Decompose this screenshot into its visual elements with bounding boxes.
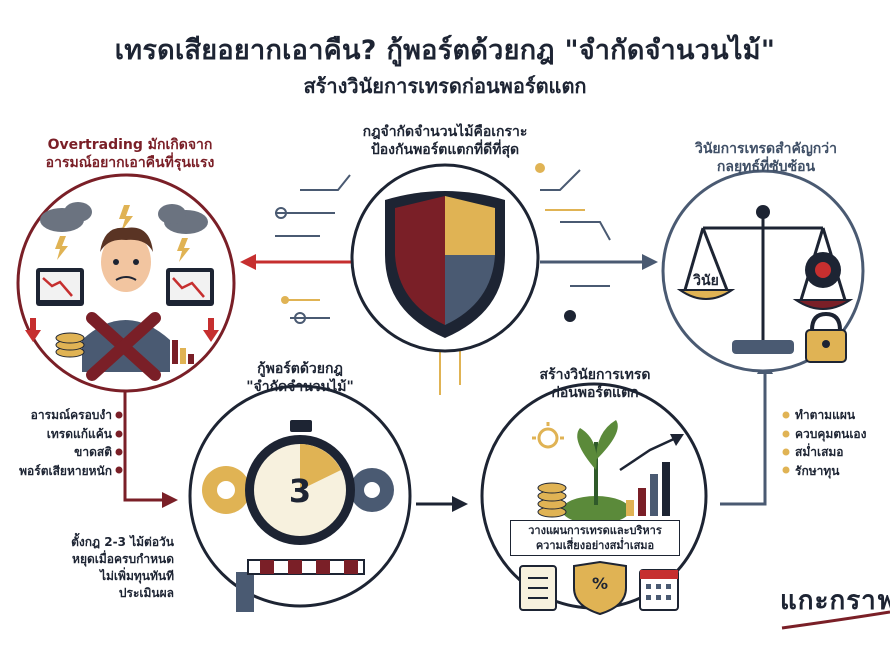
list-item: รักษาทุน bbox=[795, 463, 840, 478]
shield-heading-line2: ป้องกันพอร์ตแตกที่ดีที่สุด bbox=[370, 142, 520, 159]
list-item: อารมณ์ครอบงำ bbox=[30, 408, 112, 422]
brand-swoosh-icon bbox=[781, 610, 890, 630]
rising-bars-icon bbox=[626, 462, 670, 516]
center-shield-circle bbox=[350, 163, 540, 353]
limit-trades-circle bbox=[188, 384, 412, 612]
growing-plant-icon bbox=[562, 420, 630, 524]
coin-stack-icon bbox=[55, 332, 85, 358]
percent-symbol: % bbox=[591, 574, 609, 593]
brand-logo-text: แกะกราฟ bbox=[780, 586, 890, 616]
benefits-list: ทำตามแผน ควบคุมตนเอง สม่ำเสมอ รักษาทุน bbox=[795, 406, 890, 480]
overtrading-circle bbox=[16, 173, 236, 393]
coin-stack-icon bbox=[537, 482, 567, 518]
limit-trades-heading-line1: กู้พอร์ตด้วยกฎ bbox=[257, 361, 343, 377]
benefit-bullets bbox=[782, 411, 790, 474]
arrow-to-left-icon bbox=[240, 254, 256, 270]
timer-number: 3 bbox=[288, 472, 312, 510]
falling-bars-icon bbox=[172, 340, 194, 364]
sun-icon bbox=[532, 422, 564, 449]
build-discipline-heading: สร้างวินัยการเทรด ก่อนพอร์ตแตก bbox=[500, 366, 690, 402]
build-discipline-heading-line2: ก่อนพอร์ตแตก bbox=[551, 385, 639, 402]
discipline-heading-line2: กลยุทธ์ที่ซับซ้อน bbox=[716, 159, 816, 176]
list-item: ควบคุมตนเอง bbox=[795, 426, 867, 441]
discipline-heading-line1: วินัยการเทรดสำคัญกว่า bbox=[694, 141, 838, 157]
stopwatch-icon bbox=[245, 420, 355, 545]
plan-card: วางแผนการเทรดและบริหาร ความเสี่ยงอย่างสม… bbox=[510, 520, 680, 556]
plan-card-line1: วางแผนการเทรดและบริหาร bbox=[528, 524, 662, 537]
page-title: เทรดเสียอยากเอาคืน? กู้พอร์ตด้วยกฎ "จำกั… bbox=[114, 35, 776, 66]
barrier-gate-icon bbox=[236, 559, 365, 612]
falling-chart-monitor-icon bbox=[36, 268, 214, 306]
list-item: ทำตามแผน bbox=[795, 408, 856, 422]
circuit-decoration bbox=[275, 169, 611, 319]
overtrading-heading-line2: อารมณ์อยากเอาคืนที่รุนแรง bbox=[45, 155, 215, 172]
scale-label: วินัย bbox=[693, 273, 719, 289]
rule-notes: ตั้งกฎ 2-3 ไม้ต่อวัน หยุดเมื่อครบกำหนด ไ… bbox=[8, 534, 174, 602]
plan-card-line2: ความเสี่ยงอย่างสม่ำเสมอ bbox=[535, 539, 655, 552]
list-item: หยุดเมื่อครบกำหนด bbox=[72, 552, 174, 566]
down-arrow-icon bbox=[25, 318, 219, 342]
connector-arrows bbox=[123, 254, 773, 512]
checklist-icon bbox=[519, 565, 557, 611]
arrow-middle-icon bbox=[452, 496, 468, 512]
percent-shield-icon bbox=[573, 560, 627, 616]
list-item: ตั้งกฎ 2-3 ไม้ต่อวัน bbox=[71, 535, 174, 549]
gear-icon bbox=[202, 466, 394, 514]
build-discipline-heading-line1: สร้างวินัยการเทรด bbox=[539, 367, 651, 383]
list-item: ไม่เพิ่มทุนทันที bbox=[99, 569, 174, 583]
calendar-icon bbox=[639, 569, 679, 611]
list-item: ขาดสติ bbox=[74, 445, 112, 459]
discipline-heading: วินัยการเทรดสำคัญกว่า กลยุทธ์ที่ซับซ้อน bbox=[660, 140, 872, 176]
overtrading-heading-th: มักเกิดจาก bbox=[147, 137, 213, 153]
limit-trades-heading: กู้พอร์ตด้วยกฎ "จำกัดจำนวนไม้" bbox=[210, 360, 390, 396]
causes-list: อารมณ์ครอบงำ เทรดแก้แค้น ขาดสติ พอร์ตเสี… bbox=[0, 406, 112, 480]
gear-icon bbox=[805, 252, 841, 288]
shield-heading-line1: กฎจำกัดจำนวนไม้คือเกราะ bbox=[362, 124, 528, 140]
cause-bullets bbox=[115, 411, 123, 474]
overtrading-heading-en: Overtrading bbox=[47, 137, 143, 153]
shield-heading: กฎจำกัดจำนวนไม้คือเกราะ ป้องกันพอร์ตแตกท… bbox=[310, 123, 580, 159]
storm-cloud-icon bbox=[40, 202, 208, 262]
list-item: สม่ำเสมอ bbox=[795, 445, 844, 459]
arrow-down-left-icon bbox=[162, 492, 178, 508]
list-item: เทรดแก้แค้น bbox=[46, 426, 112, 441]
list-item: ประเมินผล bbox=[118, 586, 174, 600]
page-subtitle: สร้างวินัยการเทรดก่อนพอร์ตแตก bbox=[303, 74, 587, 98]
padlock-icon bbox=[805, 311, 847, 363]
list-item: พอร์ตเสียหายหนัก bbox=[19, 463, 112, 478]
overtrading-heading: Overtrading มักเกิดจาก อารมณ์อยากเอาคืนท… bbox=[20, 136, 240, 172]
discipline-scale-circle bbox=[661, 169, 865, 373]
big-x-icon bbox=[86, 312, 161, 381]
shield-icon bbox=[385, 191, 505, 338]
trend-up-arrow-icon bbox=[619, 434, 684, 472]
limit-trades-heading-line2: "จำกัดจำนวนไม้" bbox=[246, 379, 354, 396]
arrow-to-right-icon bbox=[642, 254, 658, 270]
